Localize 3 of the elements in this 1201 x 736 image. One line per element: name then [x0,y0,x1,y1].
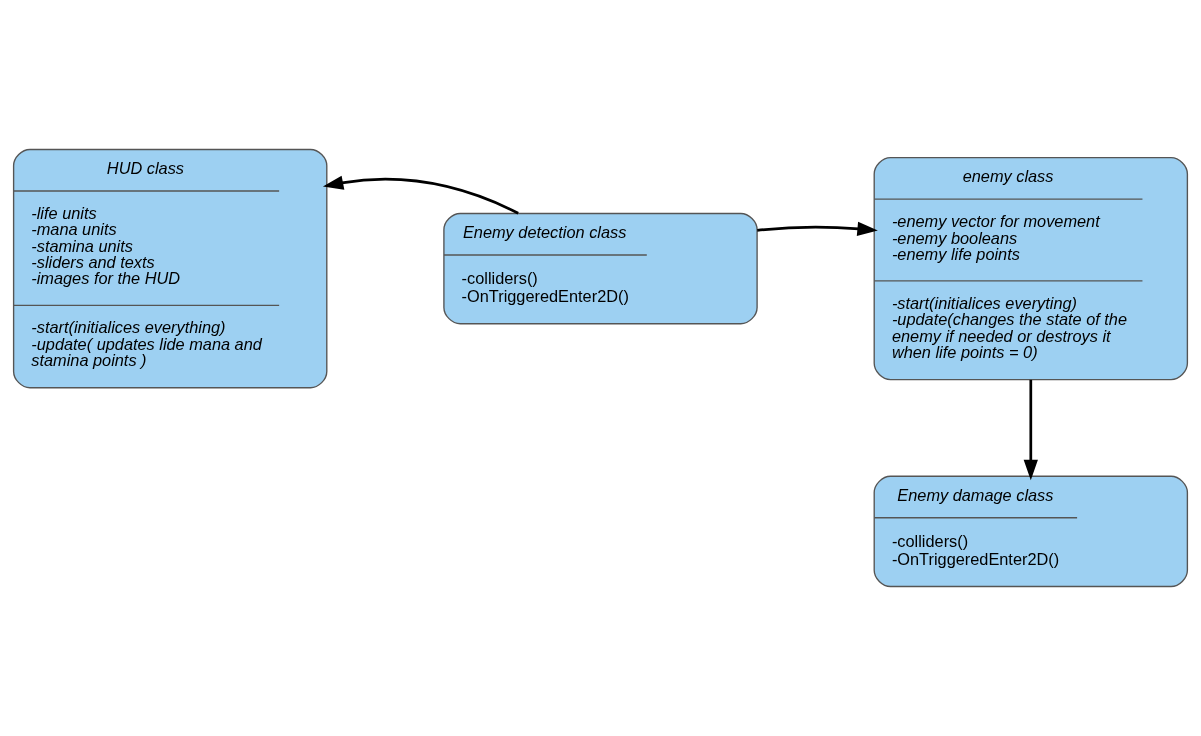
arrow [1023,379,1038,481]
arrow [322,175,519,215]
arrow [757,221,878,236]
